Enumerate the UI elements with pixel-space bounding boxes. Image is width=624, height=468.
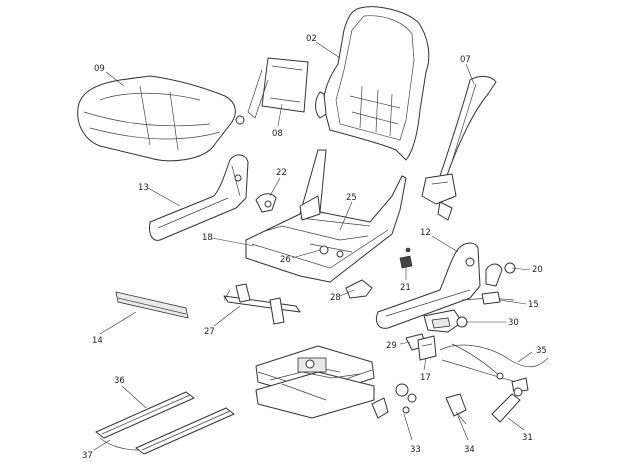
part-motor xyxy=(423,309,468,333)
label-part-35: 35 xyxy=(536,346,547,356)
part-switch xyxy=(417,335,437,361)
label-part-18: 18 xyxy=(202,233,213,243)
part-labels: 09 02 07 08 13 22 25 18 12 26 20 21 28 1… xyxy=(82,34,547,461)
label-part-27: 27 xyxy=(204,327,215,337)
label-part-29: 29 xyxy=(386,341,397,351)
label-part-36: 36 xyxy=(114,376,125,386)
part-connector xyxy=(461,291,515,305)
label-part-12: 12 xyxy=(420,228,431,238)
label-part-15: 15 xyxy=(528,300,539,310)
label-part-26: 26 xyxy=(280,255,291,265)
part-wiring-harness xyxy=(439,343,549,393)
label-part-37: 37 xyxy=(82,451,93,461)
label-part-20: 20 xyxy=(532,265,543,275)
label-part-28: 28 xyxy=(330,293,341,303)
label-part-08: 08 xyxy=(272,129,283,139)
part-seat-rails xyxy=(95,391,235,455)
part-seat-belt xyxy=(421,75,497,221)
label-part-22: 22 xyxy=(276,168,287,178)
label-part-07: 07 xyxy=(460,55,471,65)
label-part-33: 33 xyxy=(410,445,421,455)
label-part-09: 09 xyxy=(94,64,105,74)
label-part-25: 25 xyxy=(346,193,357,203)
part-seat-cushion xyxy=(77,75,236,162)
part-mount-bracket xyxy=(345,279,373,299)
part-knob xyxy=(485,262,516,287)
part-gear-assembly xyxy=(371,383,417,419)
label-part-14: 14 xyxy=(92,336,103,346)
part-trim-strip xyxy=(115,291,189,319)
part-seat-back-frame xyxy=(315,6,430,161)
part-clip xyxy=(399,247,413,269)
label-part-21: 21 xyxy=(400,283,411,293)
part-back-panel xyxy=(235,57,309,125)
label-part-17: 17 xyxy=(420,373,431,383)
part-gas-cylinder xyxy=(491,387,523,423)
label-part-13: 13 xyxy=(138,183,149,193)
leader-lines xyxy=(93,41,533,451)
part-seat-base-frame xyxy=(245,149,407,283)
part-side-trim-right xyxy=(375,242,481,329)
part-lift-mechanism xyxy=(255,345,375,419)
part-actuator xyxy=(445,393,467,425)
label-part-31: 31 xyxy=(522,433,533,443)
label-part-02: 02 xyxy=(306,34,317,44)
part-cross-bar xyxy=(223,283,301,325)
label-part-30: 30 xyxy=(508,318,519,328)
part-side-trim-left xyxy=(149,154,249,241)
label-part-34: 34 xyxy=(464,445,475,455)
part-small-bracket xyxy=(255,193,277,213)
